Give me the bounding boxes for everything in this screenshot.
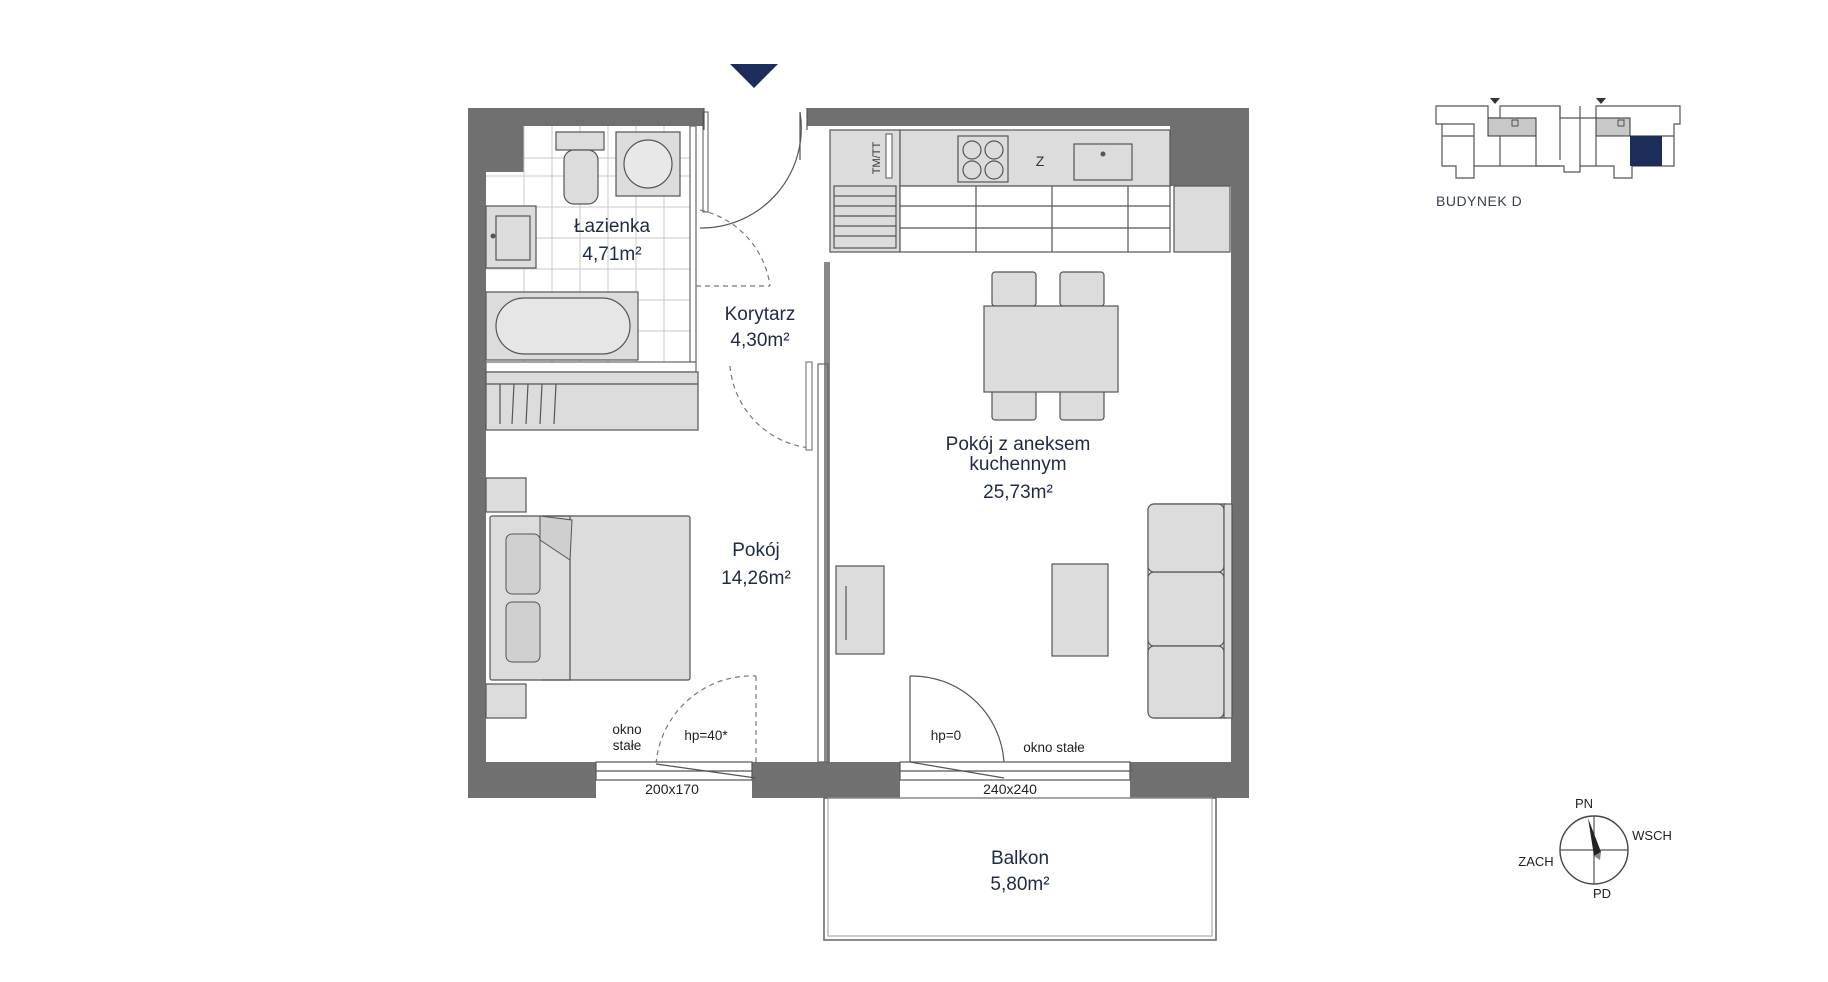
- building-key-highlight: [1630, 136, 1662, 166]
- kitchen-counter: TM/TT Z: [829, 129, 1231, 253]
- bed: [485, 477, 691, 719]
- living-window-sill: hp=0: [931, 728, 961, 743]
- corridor-name: Korytarz: [725, 304, 796, 325]
- compass-east: WSCH: [1632, 828, 1672, 843]
- fridge-label: Z: [1036, 153, 1045, 169]
- compass-needle-icon: [1588, 818, 1601, 856]
- bedroom-window-size: 200x170: [645, 781, 699, 797]
- corridor-area: 4,30m²: [730, 330, 789, 351]
- living-window-fixed: okno stałe: [1023, 740, 1085, 755]
- bathroom: [485, 125, 771, 373]
- compass: PN WSCH ZACH PD: [1518, 796, 1672, 901]
- bedroom-name: Pokój: [732, 540, 780, 561]
- dining-set: [983, 271, 1119, 421]
- bedroom-window-sill: hp=40*: [684, 728, 728, 743]
- wardrobe: [485, 371, 699, 431]
- coffee-table: [1051, 563, 1109, 657]
- living-name-line2: kuchennym: [969, 454, 1066, 475]
- bedroom-area: 14,26m²: [721, 568, 791, 589]
- living-window-size: 240x240: [983, 781, 1037, 797]
- balcony: [823, 797, 1217, 941]
- balcony-area: 5,80m²: [990, 874, 1049, 895]
- walls: [468, 108, 1249, 798]
- building-key-label: BUDYNEK D: [1436, 193, 1522, 209]
- bathroom-name: Łazienka: [574, 216, 650, 237]
- compass-north: PN: [1575, 796, 1593, 811]
- building-key: BUDYNEK D: [1435, 98, 1681, 209]
- bedroom-window: [595, 761, 757, 781]
- kitchen-appliance-label: TM/TT: [871, 142, 883, 175]
- compass-west: ZACH: [1518, 854, 1553, 869]
- sofa: [1147, 503, 1233, 719]
- living-window: [899, 761, 1131, 781]
- bedroom-window-fixed-line1: okno: [612, 722, 641, 737]
- bathroom-area: 4,71m²: [582, 244, 641, 265]
- desk: [835, 565, 885, 655]
- balcony-name: Balkon: [991, 848, 1049, 869]
- living-name-line1: Pokój z aneksem: [946, 434, 1091, 455]
- living-area: 25,73m²: [983, 482, 1053, 503]
- compass-south: PD: [1593, 886, 1611, 901]
- bedroom-window-fixed-line2: stałe: [613, 738, 642, 753]
- entrance-triangle-icon: [730, 64, 778, 88]
